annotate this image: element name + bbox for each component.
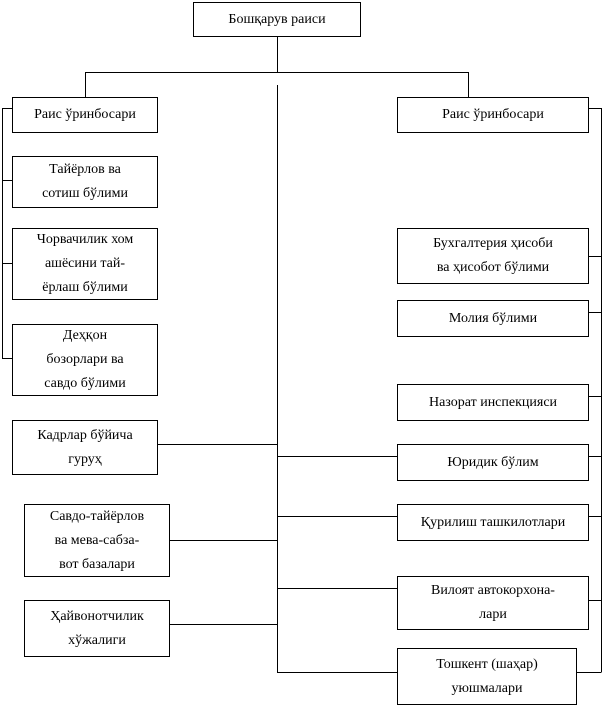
inspection-box: Назорат инспекцияси bbox=[397, 384, 589, 421]
trade-bases-box: Савдо-тайёрлов ва мева-сабза- вот базала… bbox=[24, 504, 170, 577]
right-deputy-box: Раис ўринбосари bbox=[397, 97, 589, 133]
legal-dept-box: Юридик бўлим bbox=[397, 444, 589, 481]
hr-group-box: Кадрлар бўйича гуруҳ bbox=[12, 420, 158, 475]
accounting-dept-box: Бухгалтерия ҳисоби ва ҳисобот бўлими bbox=[397, 228, 589, 284]
left-deputy-box: Раис ўринбосари bbox=[12, 97, 158, 133]
finance-dept-box: Молия бўлими bbox=[397, 300, 589, 337]
livestock-raw-materials-dept-box: Чорвачилик хом ашёсини тай- ёрлаш бўлими bbox=[12, 228, 158, 300]
tashkent-associations-box: Тошкент (шаҳар) уюшмалари bbox=[397, 648, 577, 705]
procurement-sales-dept-box: Тайёрлов ва сотиш бўлими bbox=[12, 156, 158, 208]
construction-orgs-box: Қурилиш ташкилотлари bbox=[397, 504, 589, 541]
animal-husbandry-box: Ҳайвонотчилик хўжалиги bbox=[24, 600, 170, 657]
regional-auto-enterprises-box: Вилоят автокорхона- лари bbox=[397, 576, 589, 630]
chairman-box: Бошқарув раиси bbox=[193, 2, 361, 37]
farmers-markets-dept-box: Деҳқон бозорлари ва савдо бўлими bbox=[12, 324, 158, 396]
